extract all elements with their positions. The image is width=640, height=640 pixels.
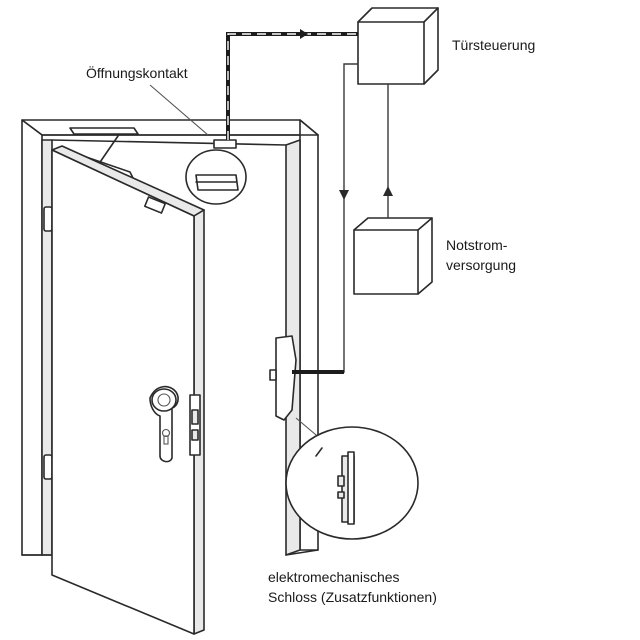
emergency-power-box: [353, 217, 433, 295]
label-lock-line2: Schloss (Zusatzfunktionen): [268, 589, 437, 605]
lock-wire: [292, 63, 358, 374]
power-wire: [383, 84, 393, 218]
label-emergency-power-line1: Notstrom-: [446, 237, 508, 253]
hinges: [43, 206, 53, 480]
door-latch-top: [143, 196, 167, 214]
door-handle: [149, 385, 179, 463]
label-emergency-power-line2: versorgung: [446, 257, 517, 273]
label-door-controller: Türsteuerung: [452, 37, 536, 53]
door-controller-box: [357, 7, 439, 85]
door-frame: [21, 119, 319, 556]
opening-contact: [149, 84, 247, 205]
door-leaf: [51, 145, 205, 635]
label-lock-line1: elektromechanisches: [268, 569, 400, 585]
door-lock-edge: [189, 394, 201, 456]
contact-cable: [226, 29, 358, 140]
strike-plate: [269, 335, 297, 421]
label-opening-contact: Öffnungskontakt: [86, 65, 188, 81]
lock-magnifier: [285, 417, 419, 540]
